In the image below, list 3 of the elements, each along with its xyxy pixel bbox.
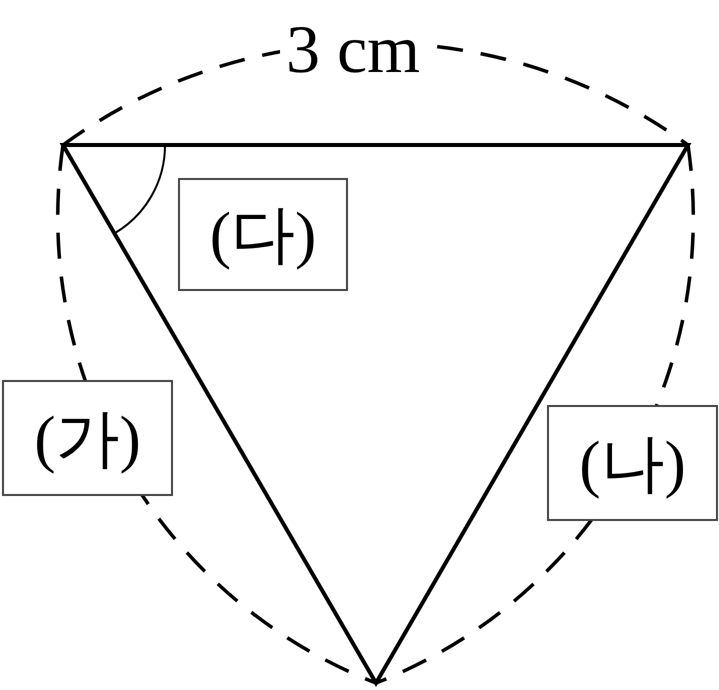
side-label: (가) (2, 380, 173, 496)
side-label: (나) (547, 405, 718, 521)
angle-label: (다) (178, 178, 348, 291)
